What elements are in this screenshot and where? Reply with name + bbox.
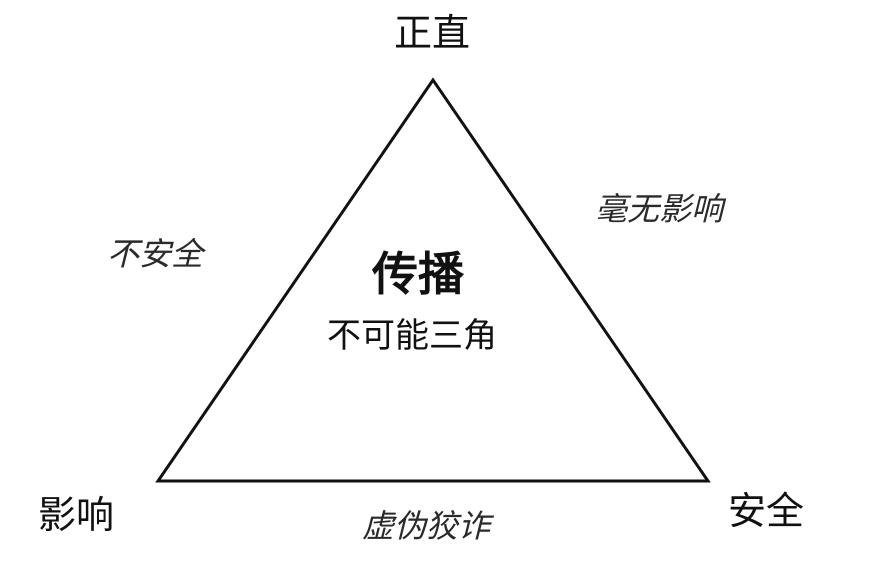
center-subtitle: 不可能三角 [327,316,497,356]
triangle-outline [155,77,711,483]
vertex-top-label: 正直 [394,11,471,55]
edge-bottom-label: 虚伪狡诈 [362,507,491,545]
edge-right-label: 毫无影响 [595,190,724,228]
edge-left-label: 不安全 [107,235,204,273]
vertex-bottom-right-label: 安全 [728,489,805,533]
center-title: 传播 [372,247,464,301]
vertex-bottom-left-label: 影响 [38,493,115,537]
